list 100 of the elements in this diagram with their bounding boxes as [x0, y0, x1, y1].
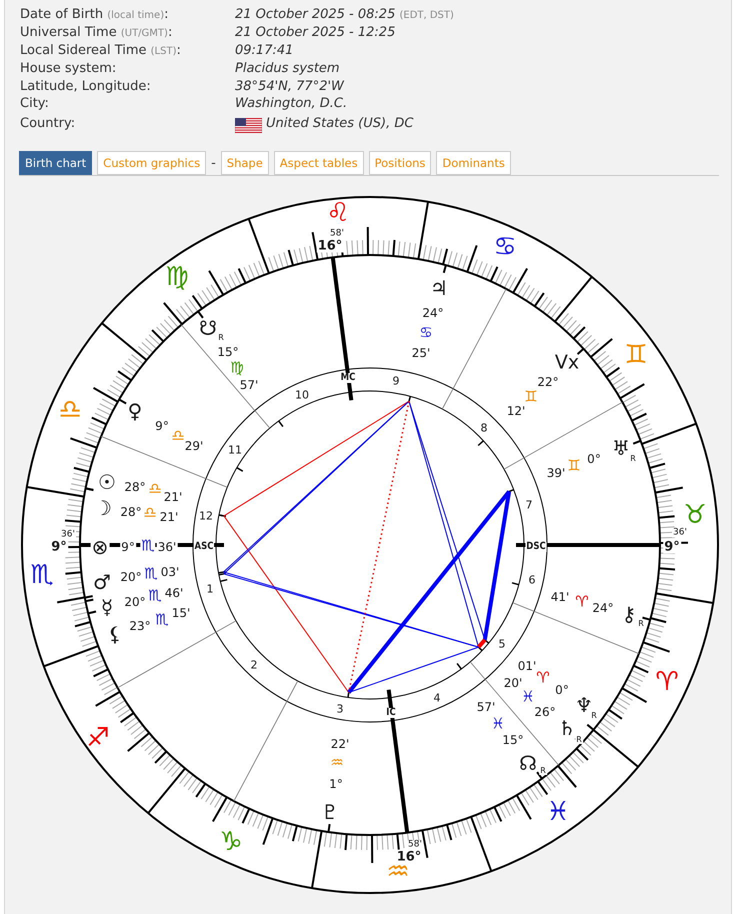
zodiac-sign-glyph: ♍: [165, 264, 189, 290]
house-number: 6: [528, 574, 536, 586]
planet-glyph: ♇: [321, 802, 339, 822]
tab: Dominants: [436, 151, 511, 175]
planet-glyph: ☿: [100, 597, 114, 617]
position-value: 20': [504, 677, 522, 689]
position-value: 39': [546, 467, 566, 479]
zodiac-sign-glyph: ♈: [655, 669, 679, 695]
house-number: 10: [295, 390, 309, 400]
zodiac-sign-glyph: ♊: [624, 342, 648, 368]
position-value: 46': [164, 587, 184, 599]
active-tab: Birth chart: [19, 151, 92, 175]
house-number: 1: [206, 584, 214, 594]
position-value: 36': [156, 541, 178, 553]
angle-degree: 9°: [663, 540, 681, 554]
house-number: 4: [434, 692, 440, 704]
field-value: 21 October 2025 - 12:25: [235, 26, 396, 39]
retrograde-mark: R: [539, 767, 547, 775]
zodiac-sign-glyph: ♊: [524, 390, 538, 404]
tab: Custom graphics: [97, 151, 206, 175]
field-value: Placidus system: [235, 62, 340, 75]
position-value: 21': [164, 491, 182, 503]
angle-minute: 58': [407, 840, 423, 850]
position-value: 25': [412, 347, 430, 359]
zodiac-sign-glyph: ♒: [330, 756, 344, 770]
position-value: 21': [160, 511, 178, 523]
angle-degree: 9°: [50, 540, 68, 554]
angle-minute: 58': [329, 230, 345, 238]
field-label: Local Sidereal Time (LST):: [20, 44, 181, 57]
position-value: 15': [172, 607, 190, 619]
planet-glyph: ♅: [612, 438, 630, 458]
position-value: 28°: [120, 506, 142, 518]
angle-minute: 36': [672, 528, 688, 538]
zodiac-sign-glyph: ♎: [143, 506, 157, 520]
zodiac-sign-glyph: ♎: [58, 397, 82, 423]
position-value: 9°: [120, 541, 136, 553]
house-number: 9: [392, 376, 400, 386]
retrograde-mark: R: [629, 455, 637, 463]
field-value: United States (US), DC: [266, 117, 414, 130]
field-value: Washington, D.C.: [235, 97, 348, 110]
planet-glyph: ♀: [128, 401, 142, 421]
planet-glyph: ♄: [558, 718, 576, 738]
planet-glyph: ☋: [199, 318, 217, 338]
zodiac-sign-glyph: ♐: [86, 725, 110, 751]
angle-degree: 16°: [396, 850, 422, 864]
field-label: City:: [20, 97, 49, 110]
zodiac-sign-glyph: ♓: [491, 716, 505, 732]
field-value: 21 October 2025 - 08:25 (EDT, DST): [235, 8, 454, 21]
zodiac-sign-glyph: ♍: [230, 360, 244, 376]
zodiac-sign-glyph: ♋: [493, 234, 517, 260]
zodiac-sign-glyph: ♏: [148, 588, 162, 604]
house-number: 2: [250, 660, 258, 670]
point-label: Vx: [554, 354, 580, 372]
position-value: 15°: [217, 346, 239, 358]
zodiac-sign-glyph: ♈: [536, 670, 550, 686]
planet-glyph: ☽: [94, 498, 112, 518]
retrograde-mark: R: [575, 736, 583, 744]
field-value: 38°54'N, 77°2'W: [235, 80, 344, 93]
position-value: 0°: [587, 453, 601, 465]
house-number: 7: [526, 500, 532, 510]
angle-label: ASC: [194, 542, 214, 552]
retrograde-mark: R: [637, 620, 645, 628]
angle-degree: 16°: [316, 240, 344, 252]
position-value: 15°: [502, 734, 524, 746]
position-value: 20°: [120, 571, 142, 583]
zodiac-sign-glyph: ♓: [521, 690, 535, 704]
zodiac-sign-glyph: ♏: [155, 612, 169, 628]
position-value: 12': [506, 405, 526, 417]
planet-glyph: ♂: [93, 572, 111, 592]
position-value: 57': [240, 379, 258, 391]
position-value: 01': [518, 660, 536, 672]
angle-label: MC: [340, 373, 356, 383]
position-value: 28°: [124, 481, 146, 493]
angle-label: DSC: [525, 542, 547, 552]
zodiac-sign-glyph: ♉: [683, 502, 707, 528]
zodiac-sign-glyph: ♊: [567, 458, 581, 474]
position-value: 1°: [329, 778, 343, 790]
position-value: 41': [550, 591, 570, 603]
position-value: 23°: [129, 620, 151, 632]
zodiac-sign-glyph: ♌: [326, 200, 350, 226]
separator: -: [211, 156, 216, 170]
planet-glyph: ☊: [519, 753, 537, 773]
zodiac-sign-glyph: ♏: [144, 566, 158, 582]
planet-glyph: ♃: [430, 278, 448, 298]
house-number: 3: [336, 704, 344, 714]
position-value: 9°: [155, 420, 169, 432]
planet-glyph: ⚷: [622, 604, 636, 624]
field-value: 09:17:41: [235, 44, 294, 57]
zodiac-sign-glyph: ♏: [30, 562, 54, 588]
field-label: Country:: [20, 117, 76, 130]
tab: Shape: [220, 151, 269, 175]
planet-glyph: ⚸: [108, 624, 122, 644]
tab: Aspect tables: [274, 151, 364, 175]
zodiac-sign-glyph: ♈: [575, 594, 589, 610]
zodiac-sign-glyph: ♏: [140, 538, 156, 554]
position-value: 22°: [537, 376, 559, 388]
planet-glyph: ♆: [575, 695, 593, 715]
angle-minute: 36': [60, 530, 76, 540]
retrograde-mark: R: [217, 334, 225, 342]
zodiac-sign-glyph: ♎: [171, 428, 185, 444]
